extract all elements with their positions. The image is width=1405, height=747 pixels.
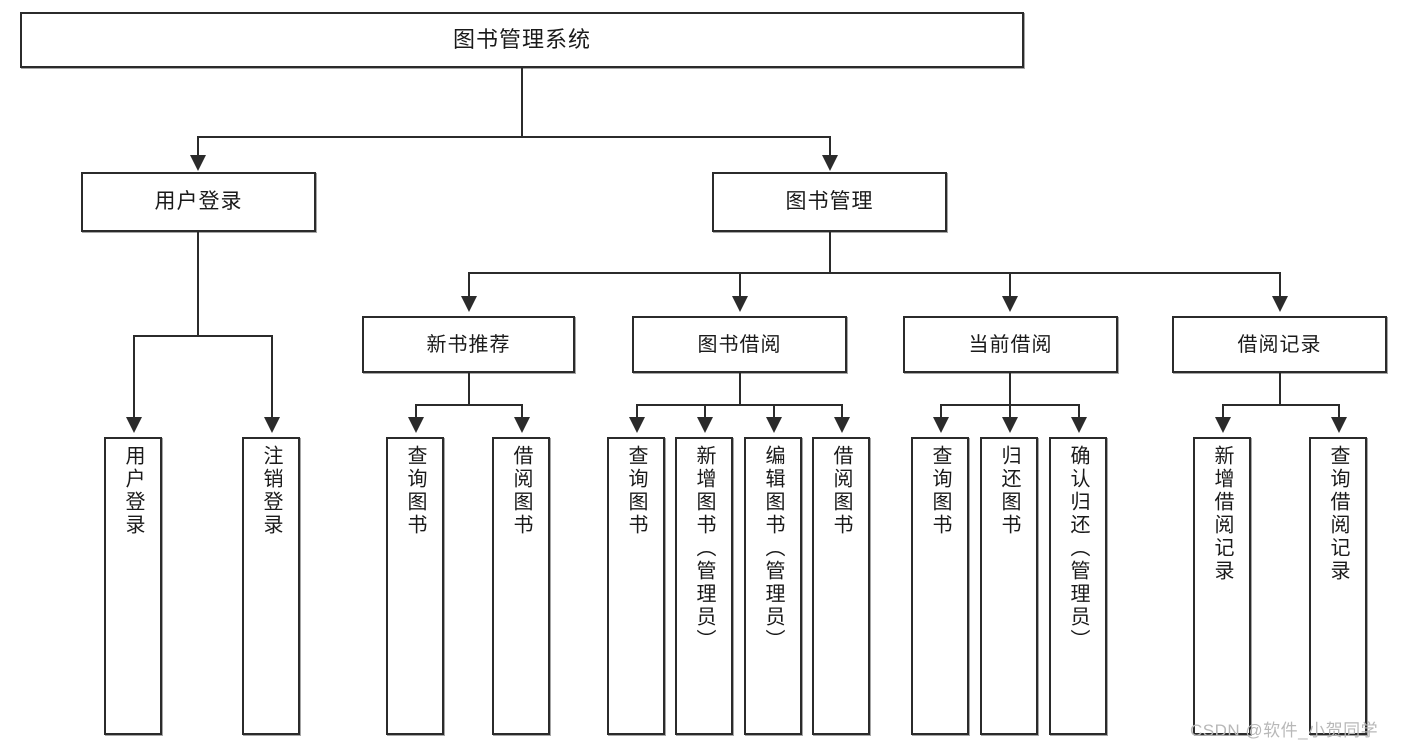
leaf-current-borrow-return-book[interactable]: 归还图书 — [980, 437, 1038, 735]
connector-book-borrow-to-leaf-2 — [704, 404, 706, 419]
arrow-book-borrow-to-leaf-3 — [766, 417, 782, 433]
leaf-book-borrow-add-book-admin[interactable]: 新增图书（管理员） — [675, 437, 733, 735]
leaf-new-book-query-book[interactable]: 查询图书 — [386, 437, 444, 735]
leaf-current-borrow-query-book[interactable]: 查询图书 — [911, 437, 969, 735]
node-label: 查询图书 — [404, 445, 426, 537]
arrow-current-borrow-to-leaf-1 — [933, 417, 949, 433]
node-label: 查询图书 — [929, 445, 951, 537]
node-new-book-recommend[interactable]: 新书推荐 — [362, 316, 575, 373]
node-label: 借阅图书 — [830, 445, 852, 537]
connector-book-borrow-stem — [739, 373, 741, 404]
leaf-book-borrow-edit-book-admin[interactable]: 编辑图书（管理员） — [744, 437, 802, 735]
arrow-book-manage-to-book-borrow — [732, 296, 748, 312]
node-label: 图书管理 — [785, 190, 874, 214]
node-label: 图书管理系统 — [452, 26, 591, 52]
connector-user-login-stem — [197, 232, 199, 335]
arrow-book-manage-to-new-book — [461, 296, 477, 312]
arrow-current-borrow-to-leaf-2 — [1002, 417, 1018, 433]
node-label: 新书推荐 — [426, 333, 511, 356]
connector-book-manage-to-current-borrow — [1009, 272, 1011, 298]
leaf-book-borrow-query-book[interactable]: 查询图书 — [607, 437, 665, 735]
connector-book-borrow-to-leaf-4 — [841, 404, 843, 419]
connector-new-book-stem — [468, 373, 470, 404]
connector-book-manage-to-book-borrow — [739, 272, 741, 298]
connector-current-borrow-to-leaf-3 — [1078, 404, 1080, 419]
arrow-book-manage-to-current-borrow — [1002, 296, 1018, 312]
arrow-root-to-user-login — [190, 155, 206, 171]
connector-book-borrow-bar — [636, 404, 842, 406]
connector-new-book-to-leaf-1 — [415, 404, 417, 419]
connector-borrow-record-to-leaf-2 — [1338, 404, 1340, 419]
leaf-book-borrow-borrow-book[interactable]: 借阅图书 — [812, 437, 870, 735]
connector-book-manage-bar — [468, 272, 1280, 274]
node-root-system[interactable]: 图书管理系统 — [20, 12, 1024, 68]
node-label: 用户登录 — [154, 190, 243, 214]
node-label: 借阅图书 — [510, 445, 532, 537]
connector-book-manage-to-borrow-record — [1279, 272, 1281, 298]
connector-new-book-to-leaf-2 — [521, 404, 523, 419]
arrow-book-borrow-to-leaf-1 — [629, 417, 645, 433]
connector-root-to-user-login — [197, 136, 199, 158]
arrow-book-borrow-to-leaf-2 — [697, 417, 713, 433]
leaf-user-login-login[interactable]: 用户登录 — [104, 437, 162, 735]
node-label: 确认归还（管理员） — [1067, 445, 1089, 652]
node-label: 当前借阅 — [968, 333, 1053, 356]
arrow-book-borrow-to-leaf-4 — [834, 417, 850, 433]
node-label: 新增借阅记录 — [1211, 445, 1233, 583]
leaf-user-login-logout[interactable]: 注销登录 — [242, 437, 300, 735]
connector-current-borrow-to-leaf-1 — [940, 404, 942, 419]
leaf-current-borrow-confirm-return-admin[interactable]: 确认归还（管理员） — [1049, 437, 1107, 735]
node-user-login[interactable]: 用户登录 — [81, 172, 316, 232]
connector-current-borrow-stem — [1009, 373, 1011, 404]
node-label: 注销登录 — [260, 445, 282, 537]
connector-borrow-record-to-leaf-1 — [1222, 404, 1224, 419]
node-label: 用户登录 — [122, 445, 144, 537]
connector-book-borrow-to-leaf-3 — [773, 404, 775, 419]
node-label: 图书借阅 — [697, 333, 782, 356]
arrow-book-manage-to-borrow-record — [1272, 296, 1288, 312]
node-borrow-record[interactable]: 借阅记录 — [1172, 316, 1387, 373]
arrow-current-borrow-to-leaf-3 — [1071, 417, 1087, 433]
connector-user-login-bar — [133, 335, 273, 337]
leaf-borrow-record-add-record[interactable]: 新增借阅记录 — [1193, 437, 1251, 735]
leaf-new-book-borrow-book[interactable]: 借阅图书 — [492, 437, 550, 735]
arrow-root-to-book-manage — [822, 155, 838, 171]
node-label: 查询借阅记录 — [1327, 445, 1349, 583]
connector-new-book-bar — [415, 404, 523, 406]
node-book-borrow[interactable]: 图书借阅 — [632, 316, 847, 373]
arrow-new-book-to-leaf-1 — [408, 417, 424, 433]
arrow-user-login-to-leaf-2 — [264, 417, 280, 433]
arrow-new-book-to-leaf-2 — [514, 417, 530, 433]
arrow-user-login-to-leaf-1 — [126, 417, 142, 433]
leaf-borrow-record-query-record[interactable]: 查询借阅记录 — [1309, 437, 1367, 735]
node-current-borrow[interactable]: 当前借阅 — [903, 316, 1118, 373]
node-label: 新增图书（管理员） — [693, 445, 715, 652]
arrow-borrow-record-to-leaf-1 — [1215, 417, 1231, 433]
connector-book-manage-stem — [829, 232, 831, 272]
node-label: 查询图书 — [625, 445, 647, 537]
connector-user-login-to-leaf-2 — [271, 335, 273, 419]
connector-book-borrow-to-leaf-1 — [636, 404, 638, 419]
connector-root-stem — [521, 68, 523, 136]
node-label: 归还图书 — [998, 445, 1020, 537]
connector-user-login-to-leaf-1 — [133, 335, 135, 419]
connector-book-manage-to-new-book — [468, 272, 470, 298]
node-book-manage[interactable]: 图书管理 — [712, 172, 947, 232]
connector-borrow-record-stem — [1279, 373, 1281, 404]
connector-root-to-book-manage — [829, 136, 831, 158]
connector-borrow-record-bar — [1222, 404, 1338, 406]
connector-current-borrow-to-leaf-2 — [1009, 404, 1011, 419]
node-label: 借阅记录 — [1237, 333, 1322, 356]
arrow-borrow-record-to-leaf-2 — [1331, 417, 1347, 433]
node-label: 编辑图书（管理员） — [762, 445, 784, 652]
connector-root-bar — [197, 136, 831, 138]
